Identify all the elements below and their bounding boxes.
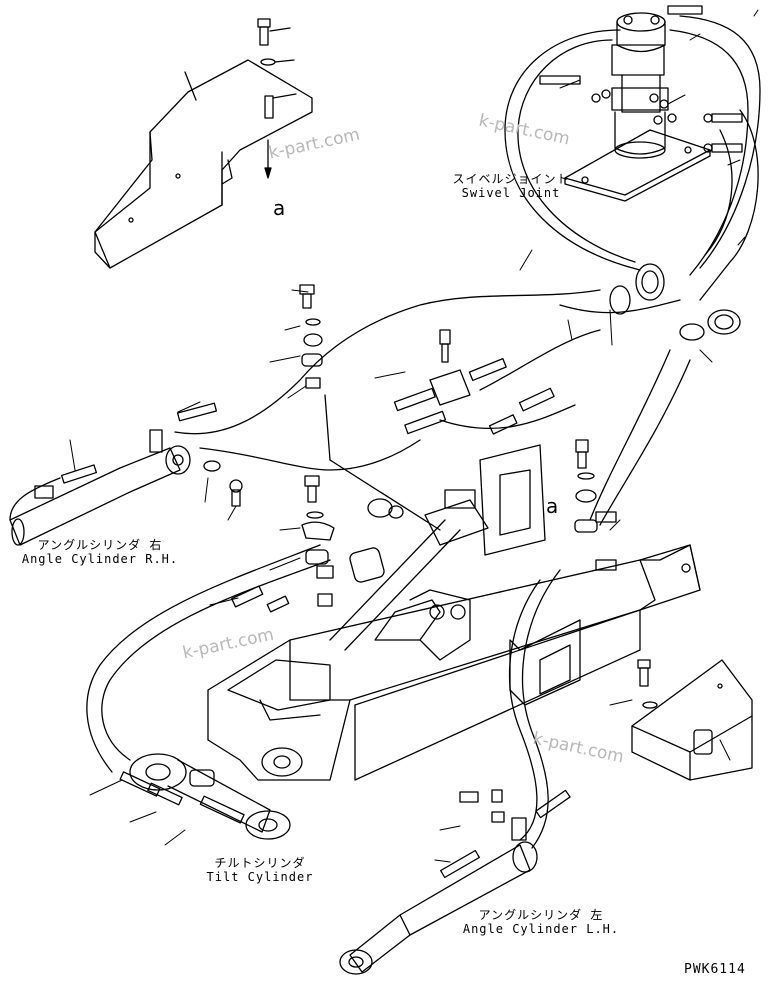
reference-mark-a: a [546, 494, 559, 518]
lower-cover-plate [631, 659, 753, 781]
swivel-joint [564, 12, 713, 202]
cover-bolt-stack [257, 18, 297, 179]
reference-mark-a: a [273, 196, 286, 220]
angle-cylinder-rh [9, 402, 243, 546]
swivel-joint-label-jp: スイベルジョイント [452, 172, 570, 186]
angle-cylinder-rh-label: アングルシリンダ 右 Angle Cylinder R.H. [20, 538, 180, 566]
angle-cylinder-rh-label-jp: アングルシリンダ 右 [37, 538, 163, 552]
drawing-code: PWK6114 [684, 962, 746, 977]
main-frame [207, 394, 701, 781]
angle-cylinder-rh-label-en: Angle Cylinder R.H. [21, 552, 179, 566]
angle-cylinder-lh [339, 789, 571, 975]
angle-cylinder-lh-label: アングルシリンダ 左 Angle Cylinder L.H. [458, 908, 624, 936]
main-hose-lines [9, 289, 691, 849]
tilt-cylinder-label-en: Tilt Cylinder [206, 870, 314, 884]
grommets [609, 263, 741, 341]
leader-lines [69, 9, 759, 863]
upper-cover-plate [94, 59, 313, 269]
tilt-cylinder-label-jp: チルトシリンダ [214, 856, 306, 870]
clamp-group [231, 475, 404, 613]
tilt-cylinder-label: チルトシリンダ Tilt Cylinder [200, 856, 320, 884]
central-fittings [299, 284, 617, 571]
swivel-joint-label-en: Swivel Joint [461, 186, 561, 200]
swivel-joint-label: スイベルジョイント Swivel Joint [452, 172, 570, 200]
angle-cylinder-lh-label-jp: アングルシリンダ 左 [478, 908, 604, 922]
angle-cylinder-lh-label-en: Angle Cylinder L.H. [462, 922, 620, 936]
swivel-hoses [504, 5, 761, 301]
tilt-cylinder [119, 753, 291, 840]
